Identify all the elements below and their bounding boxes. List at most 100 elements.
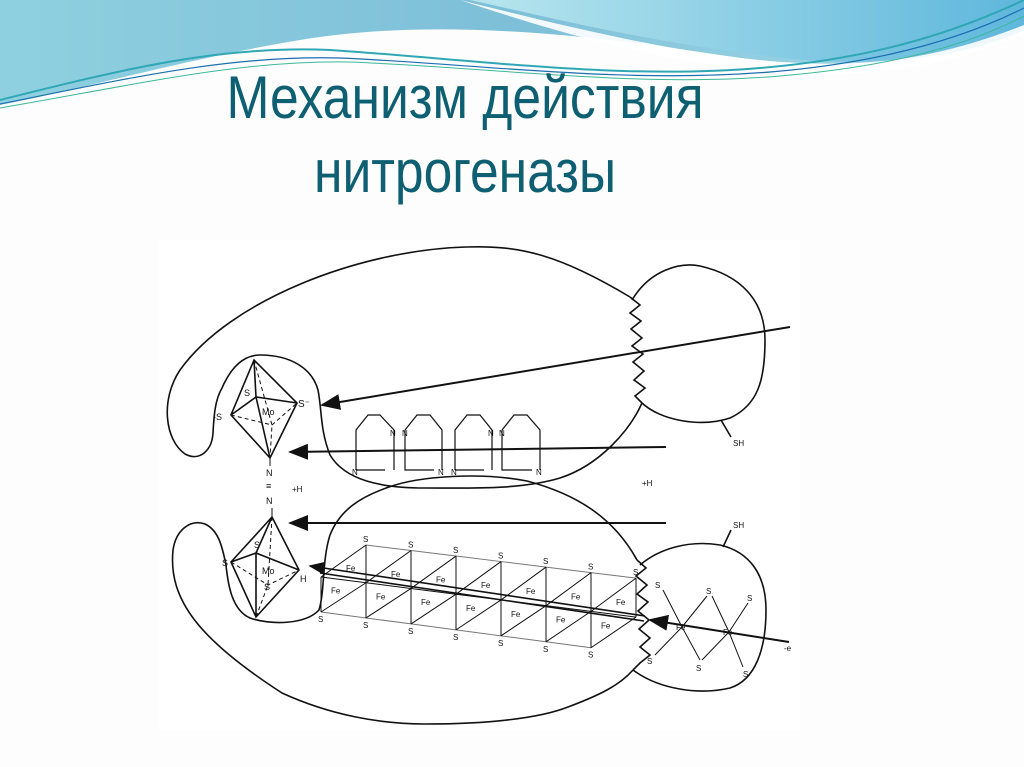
grid-edge bbox=[590, 610, 637, 618]
label-minus-e: -e bbox=[784, 644, 792, 653]
upper-right-lobe bbox=[631, 264, 766, 424]
label-sh-upper: SH bbox=[733, 439, 744, 448]
label-fe: Fe bbox=[571, 593, 581, 602]
grid-edge bbox=[410, 593, 457, 625]
label-s: S bbox=[747, 594, 752, 603]
grid-edge bbox=[365, 582, 412, 589]
label-s: S bbox=[363, 535, 368, 544]
label-mo-lower: Mo bbox=[262, 566, 275, 576]
label-mo: Mo bbox=[262, 407, 275, 417]
label-s-minus: S⁻ bbox=[298, 399, 310, 410]
grid-edge bbox=[410, 555, 457, 589]
slide-title-line-2: нитрогеназы bbox=[313, 138, 617, 205]
grid-edge bbox=[455, 593, 502, 601]
label-s: S bbox=[264, 582, 270, 592]
label-n: N bbox=[536, 468, 542, 477]
label-s: S bbox=[647, 657, 652, 666]
grid-edge bbox=[545, 610, 592, 643]
nitrogen-ring-chain bbox=[355, 414, 541, 471]
label-fe: Fe bbox=[391, 570, 401, 579]
grid-edge bbox=[320, 611, 367, 619]
label-fe: Fe bbox=[436, 576, 446, 585]
grid-edge bbox=[365, 550, 412, 584]
lower-mo-octahedron bbox=[230, 508, 300, 619]
grid-edge bbox=[455, 629, 502, 637]
grid-edge bbox=[455, 599, 502, 631]
label-n-1: N bbox=[266, 468, 273, 478]
grid-edge bbox=[410, 550, 457, 557]
grid-edge bbox=[545, 566, 592, 574]
grid-edge bbox=[500, 599, 547, 607]
label-s: S bbox=[633, 568, 638, 577]
upper-mo-octahedron bbox=[230, 358, 298, 466]
electron-input-line bbox=[648, 614, 790, 643]
label-s: S bbox=[453, 546, 458, 555]
grid-edge bbox=[500, 566, 547, 601]
label-fe: Fe bbox=[556, 616, 566, 625]
grid-edge bbox=[320, 544, 367, 578]
label-n: N bbox=[352, 468, 358, 477]
grid-edge bbox=[500, 605, 547, 637]
fe2s2-cluster-bonds bbox=[654, 589, 749, 668]
label-n: N bbox=[488, 429, 494, 438]
electron-path-double-arrow-b bbox=[319, 572, 645, 622]
label-s: S bbox=[655, 581, 660, 590]
label-fe: Fe bbox=[421, 598, 431, 607]
sh-bond-upper bbox=[720, 419, 732, 438]
grid-edge bbox=[410, 623, 457, 631]
label-s: S bbox=[408, 541, 413, 550]
label-sh-lower: SH bbox=[733, 521, 744, 530]
label-n: N bbox=[438, 468, 444, 477]
label-s: S bbox=[706, 587, 711, 596]
label-s: S bbox=[408, 627, 413, 636]
label-fe: Fe bbox=[526, 587, 536, 596]
fe-s-grid bbox=[320, 544, 637, 649]
sh-bond-lower bbox=[722, 529, 732, 548]
label-triple-bond: ≡ bbox=[266, 481, 271, 491]
label-s: S bbox=[453, 633, 458, 642]
label-h: H bbox=[300, 574, 307, 584]
label-plus-h-right: +H bbox=[642, 479, 653, 488]
label-s: S bbox=[222, 558, 228, 568]
label-s: S bbox=[743, 670, 748, 679]
wave-line-blue bbox=[0, 7, 1024, 105]
label-s: S bbox=[318, 615, 323, 624]
label-s: S bbox=[498, 552, 503, 561]
label-s: S bbox=[588, 563, 593, 572]
wave-line-teal bbox=[0, 0, 1024, 101]
diagram-background bbox=[158, 240, 800, 730]
label-s: S bbox=[363, 621, 368, 630]
grid-edge bbox=[545, 605, 592, 612]
grid-edge bbox=[500, 561, 547, 568]
label-fe-cluster: Fe bbox=[676, 623, 686, 632]
label-s: S bbox=[543, 557, 548, 566]
grid-edge bbox=[365, 617, 412, 625]
upper-zigzag-junction bbox=[628, 296, 647, 404]
lower-protein-body bbox=[171, 475, 638, 725]
grid-edge bbox=[545, 572, 592, 607]
grid-edge bbox=[590, 572, 637, 579]
electron-transfer-arrow-top bbox=[320, 326, 791, 410]
label-s: S bbox=[543, 645, 548, 654]
grid-edge bbox=[590, 616, 637, 649]
grid-edge bbox=[590, 577, 637, 612]
label-fe: Fe bbox=[601, 621, 611, 630]
electron-transfer-arrow-middle bbox=[288, 443, 667, 460]
label-fe: Fe bbox=[376, 592, 386, 601]
grid-edge bbox=[410, 587, 457, 595]
wave-line-green bbox=[0, 15, 1024, 109]
label-fe: Fe bbox=[616, 598, 626, 607]
label-s: S bbox=[588, 651, 593, 660]
label-n: N bbox=[390, 429, 396, 438]
label-s: S bbox=[254, 540, 260, 550]
wave-white-stripe bbox=[460, 0, 1024, 75]
label-s: S bbox=[696, 664, 701, 673]
grid-edge bbox=[455, 561, 502, 595]
grid-edge bbox=[365, 588, 412, 619]
label-fe: Fe bbox=[346, 564, 356, 573]
grid-edge bbox=[455, 555, 502, 563]
grid-edge bbox=[500, 635, 547, 643]
label-fe: Fe bbox=[511, 610, 521, 619]
label-n-2: N bbox=[266, 496, 273, 506]
